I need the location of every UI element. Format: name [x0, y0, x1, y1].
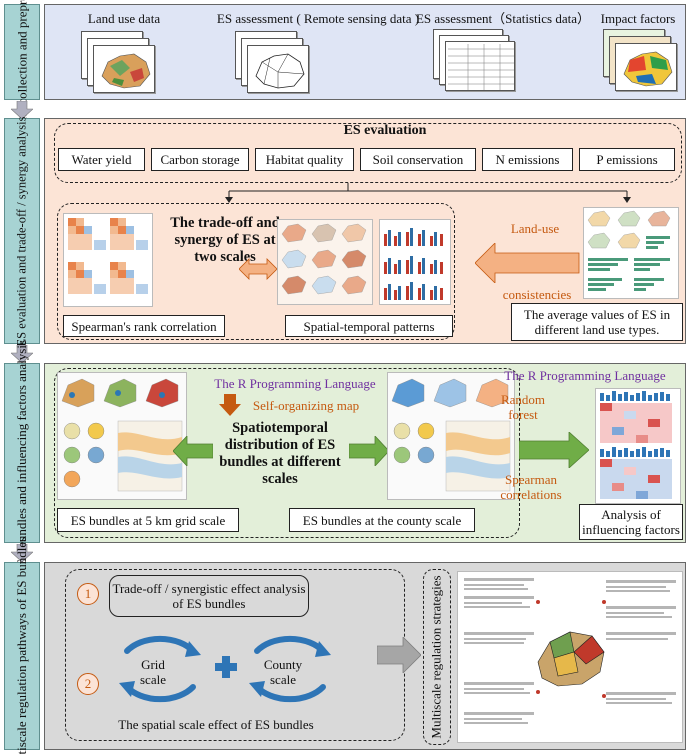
side-label-bundles: ES bundles and influencing factors analy… [4, 339, 40, 567]
water-yield-box: Water yield [58, 148, 145, 171]
grid-bundles-thumbnail [57, 372, 187, 500]
step-2-number: 2 [84, 676, 92, 691]
land-use-map-icon [101, 53, 151, 89]
side-label-text: Multiscale regulation pathways of ES bun… [14, 536, 30, 754]
random-forest-label: Random forest [500, 392, 546, 422]
es-remote-sensing-label: ES assessment ( Remote sensing data ) [216, 11, 420, 26]
step-1-number: 1 [84, 586, 92, 601]
soil-conservation-box: Soil conservation [360, 148, 476, 171]
panel-multiscale: 1 Trade-off / synergistic effect analysi… [44, 562, 686, 750]
step-1-box: Trade-off / synergistic effect analysis … [109, 575, 309, 617]
impact-factors-label: Impact factors [600, 11, 676, 26]
bar-chart-thumbnail [379, 219, 451, 305]
scale-cycle-diagram [119, 635, 331, 703]
bundles-center-title: Spatiotemporal distribution of ES bundle… [219, 420, 341, 487]
panel-data-collection: Land use data ES assessment ( Remote sen… [44, 4, 686, 100]
habitat-quality-box: Habitat quality [255, 148, 354, 171]
down-arrow-icon [11, 544, 33, 562]
statistics-table-icon [448, 44, 514, 90]
left-green-arrow-icon [173, 436, 213, 466]
strategies-label-frame: Multiscale regulation strategies [423, 569, 451, 745]
es-statistics-label: ES assessment（Statistics data） [415, 11, 591, 26]
connector-lines [225, 183, 631, 203]
p-emissions-box: P emissions [579, 148, 675, 171]
tradeoff-title: The trade-off and synergy of ES at two s… [170, 215, 280, 265]
carbon-storage-box: Carbon storage [151, 148, 249, 171]
influence-heatmap-thumbnail [595, 388, 681, 504]
step-1-badge: 1 [77, 583, 99, 605]
consistencies-label: consistencies [502, 287, 572, 302]
side-label-multiscale: Multiscale regulation pathways of ES bun… [4, 536, 40, 754]
right-green-big-arrow-icon [519, 432, 589, 468]
side-label-text: ES evaluation and trade-off / synergy an… [14, 115, 29, 347]
side-label-text: ES bundles and influencing factors analy… [14, 339, 30, 567]
panel-bundles: The R Programming Language Self-organizi… [44, 363, 686, 543]
influencing-factors-box: Analysis of influencing factors [579, 504, 683, 540]
down-arrow-icon [11, 101, 33, 119]
spearman-correlations-label: Spearman correlations [500, 472, 562, 502]
down-orange-arrow-icon [219, 394, 241, 416]
right-gray-arrow-icon [377, 637, 421, 673]
step-2-badge: 2 [77, 673, 99, 695]
county-bundles-thumbnail [387, 372, 515, 500]
es-evaluation-frame [54, 123, 682, 183]
grid-scale-label: Grid scale [140, 657, 166, 687]
spearman-rank-box: Spearman's rank correlation [63, 315, 225, 337]
county-scale-label: County scale [263, 657, 303, 687]
panel-es-evaluation: ES evaluation Water yield Carbon storage… [44, 118, 686, 344]
plus-icon [215, 656, 237, 678]
county-scale-bundles-box: ES bundles at the county scale [289, 508, 475, 532]
landuse-average-charts-thumbnail [583, 207, 679, 299]
land-use-data-label: Land use data [87, 11, 161, 26]
down-arrow-icon [11, 345, 33, 363]
grid-scale-bundles-box: ES bundles at 5 km grid scale [57, 508, 239, 532]
es-evaluation-title: ES evaluation [343, 123, 427, 138]
big-left-arrow-icon [475, 243, 580, 283]
boundary-map-icon [255, 53, 305, 89]
right-green-arrow-icon [349, 436, 389, 466]
land-use-label: Land-use [510, 221, 560, 236]
spatial-scale-effect-label: The spatial scale effect of ES bundles [118, 716, 314, 732]
strategies-map-thumbnail [457, 571, 683, 743]
strategies-label: Multiscale regulation strategies [429, 575, 444, 739]
side-label-es-evaluation: ES evaluation and trade-off / synergy an… [4, 115, 40, 347]
double-arrow-icon [239, 258, 277, 280]
spatial-maps-thumbnail [277, 219, 373, 305]
r-language-label-2: The R Programming Language [504, 368, 666, 383]
tradeoff-frame [57, 203, 455, 340]
spatial-temporal-box: Spatial-temporal patterns [285, 315, 453, 337]
correlation-heatmap-thumbnail [63, 213, 153, 307]
r-language-label-1: The R Programming Language [214, 376, 376, 391]
impact-factors-map-icon [623, 51, 673, 87]
som-label: Self-organizing map [252, 398, 360, 413]
average-values-box: The average values of ES in different la… [511, 303, 683, 341]
n-emissions-box: N emissions [482, 148, 573, 171]
side-label-data-collection: Data collection and preprocess [4, 0, 40, 132]
